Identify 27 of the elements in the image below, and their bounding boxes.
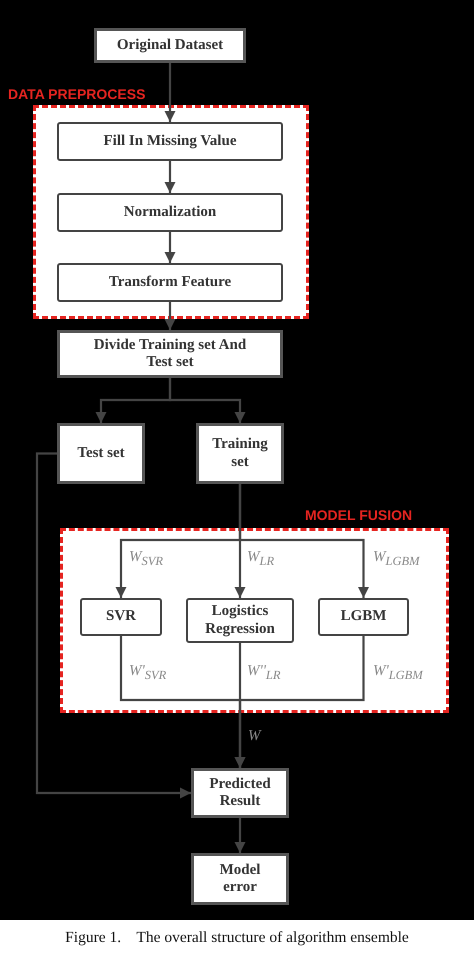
- process-box: Predicted Result: [191, 768, 289, 818]
- process-box: Fill In Missing Value: [57, 122, 283, 161]
- group-heading: DATA PREPROCESS: [8, 86, 146, 102]
- arrow: [36, 452, 191, 798]
- process-box: Test set: [57, 423, 145, 484]
- arrow: [238, 484, 369, 598]
- figure-caption: Figure 1. The overall structure of algorithm ensemble: [0, 920, 474, 960]
- process-box: SVR: [80, 598, 162, 636]
- arrow: [168, 378, 246, 423]
- process-box: Model error: [191, 853, 289, 905]
- group-frame: [33, 105, 309, 319]
- process-box: Divide Training set And Test set: [57, 330, 283, 378]
- arrow: [164, 302, 176, 330]
- group-frame: [60, 528, 449, 713]
- process-box: Normalization: [57, 193, 283, 232]
- group-heading: MODEL FUSION: [305, 507, 412, 523]
- arrow: [234, 636, 365, 768]
- process-box: LGBM: [318, 598, 409, 636]
- arrow: [164, 63, 176, 122]
- process-box: Transform Feature: [57, 263, 283, 302]
- process-box: Training set: [196, 423, 284, 484]
- arrow: [234, 818, 246, 853]
- arrow: [164, 161, 176, 193]
- weight-label: W: [247, 728, 262, 745]
- process-box: Original Dataset: [94, 28, 246, 63]
- arrow: [164, 232, 176, 263]
- process-box: Logistics Regression: [186, 598, 294, 643]
